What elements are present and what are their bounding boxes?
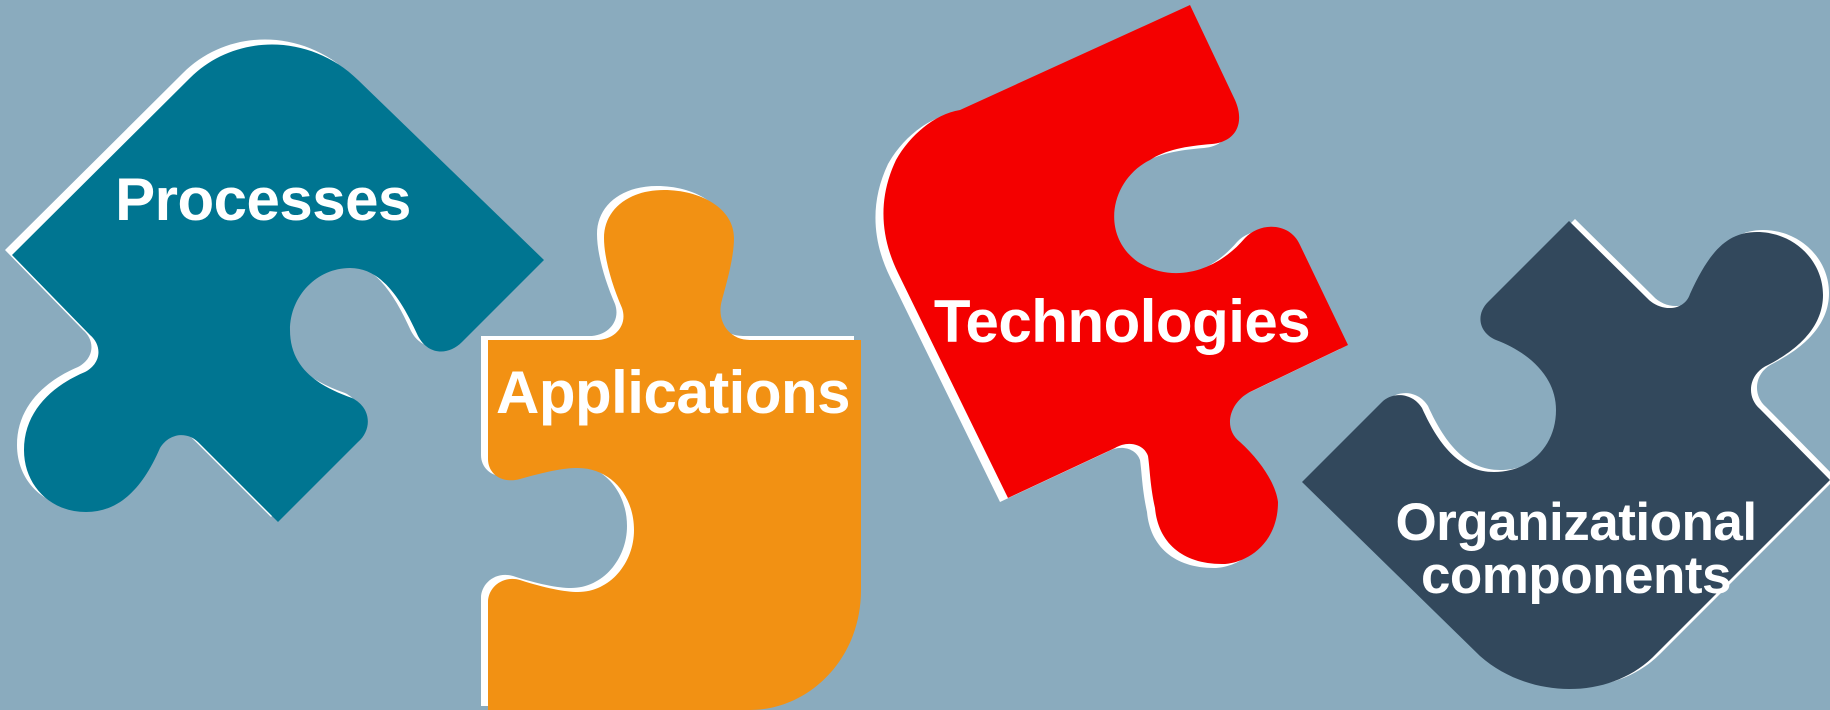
technologies-piece: Technologies (875, 5, 1348, 568)
processes-piece: Processes (5, 39, 544, 523)
applications-label: Applications (496, 359, 850, 426)
organizational-piece-body (1302, 221, 1830, 689)
technologies-label: Technologies (934, 288, 1310, 355)
organizational-piece: Organizational components (1302, 219, 1830, 689)
processes-label: Processes (115, 166, 411, 233)
applications-piece: Applications (481, 186, 861, 710)
organizational-label-line2: components (1421, 546, 1731, 605)
technologies-piece-body (883, 5, 1348, 564)
applications-piece-body (488, 190, 861, 710)
organizational-label-line1: Organizational (1395, 493, 1756, 552)
processes-piece-body (12, 44, 544, 523)
